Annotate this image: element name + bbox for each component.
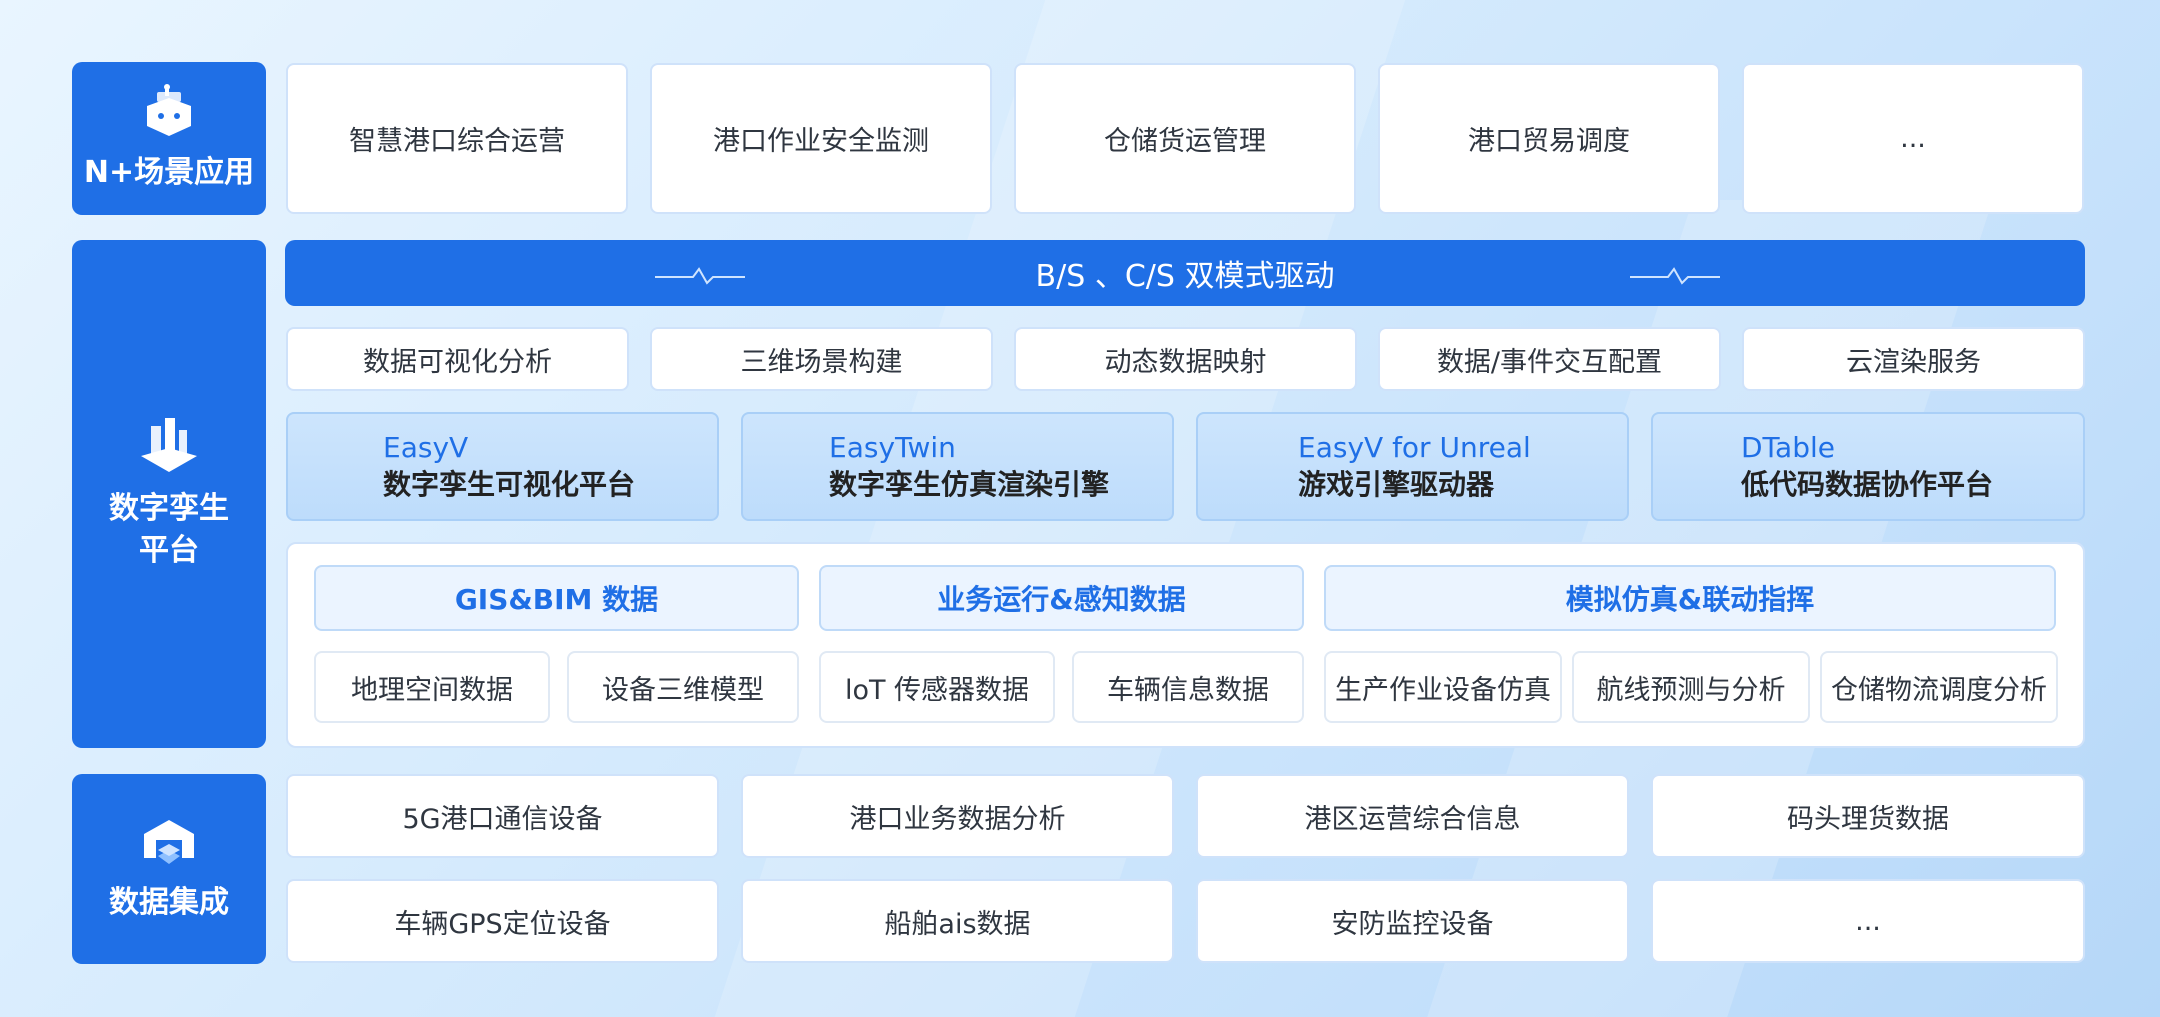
capability-label: 云渲染服务 [1846, 346, 1981, 378]
product-card-easytwin[interactable]: EasyTwin 数字孪生仿真渲染引擎 [741, 412, 1174, 521]
integration-card-label: 车辆GPS定位设备 [394, 908, 611, 940]
data-item-label: 地理空间数据 [351, 674, 513, 706]
scenario-card[interactable]: 智慧港口综合运营 [286, 63, 628, 214]
category-header-gis-bim: GIS&BIM 数据 [314, 565, 799, 631]
platform-layer-title-line2: 平台 [139, 533, 199, 568]
scenario-layer-title: N+场景应用 [83, 154, 255, 190]
product-desc: 游戏引擎驱动器 [1298, 467, 1495, 501]
data-item[interactable]: 地理空间数据 [314, 651, 550, 723]
scenario-card-label: ... [1900, 123, 1926, 154]
data-item-label: 车辆信息数据 [1107, 674, 1269, 706]
capability-label: 数据可视化分析 [363, 346, 552, 378]
product-desc: 低代码数据协作平台 [1741, 467, 1994, 501]
data-item-label: 航线预测与分析 [1596, 674, 1786, 706]
product-name: EasyV [383, 431, 469, 465]
product-name: EasyTwin [829, 431, 956, 465]
product-name: DTable [1741, 431, 1835, 465]
category-header-simulation: 模拟仿真&联动指挥 [1324, 565, 2056, 631]
integration-card[interactable]: 船舶ais数据 [741, 879, 1174, 963]
scenario-card[interactable]: 仓储货运管理 [1014, 63, 1356, 214]
integration-layer-label: 数据集成 [72, 774, 266, 964]
mode-driver-label: B/S 、C/S 双模式驱动 [1035, 259, 1335, 294]
robot-building-icon [139, 83, 199, 144]
integration-card-label: 港区运营综合信息 [1304, 803, 1521, 835]
integration-card-label: 5G港口通信设备 [402, 803, 603, 835]
category-title: GIS&BIM 数据 [454, 583, 659, 616]
integration-card-label: 船舶ais数据 [884, 908, 1031, 940]
capability-card[interactable]: 数据/事件交互配置 [1378, 327, 1721, 391]
scenario-card[interactable]: 港口贸易调度 [1378, 63, 1720, 214]
capability-label: 数据/事件交互配置 [1436, 346, 1663, 378]
integration-card[interactable]: ... [1651, 879, 2085, 963]
scenario-card[interactable]: 港口作业安全监测 [650, 63, 992, 214]
category-title: 业务运行&感知数据 [937, 583, 1186, 616]
data-item[interactable]: 航线预测与分析 [1572, 651, 1810, 723]
scenario-card-label: 港口作业安全监测 [713, 126, 929, 157]
scenario-card-label: 港口贸易调度 [1468, 126, 1630, 157]
platform-layer-title-line1: 数字孪生 [109, 491, 229, 526]
category-header-business: 业务运行&感知数据 [819, 565, 1304, 631]
product-card-dtable[interactable]: DTable 低代码数据协作平台 [1651, 412, 2085, 521]
product-desc: 数字孪生可视化平台 [383, 467, 636, 501]
data-item-label: 生产作业设备仿真 [1335, 674, 1551, 706]
integration-layer-title: 数据集成 [109, 885, 229, 920]
data-item-label: 仓储物流调度分析 [1831, 674, 2047, 706]
integration-card[interactable]: 港口业务数据分析 [741, 774, 1174, 858]
integration-card[interactable]: 码头理货数据 [1651, 774, 2085, 858]
product-desc: 数字孪生仿真渲染引擎 [829, 467, 1110, 501]
product-name: EasyV for Unreal [1298, 431, 1531, 465]
category-title: 模拟仿真&联动指挥 [1565, 583, 1815, 616]
data-item-label: 设备三维模型 [602, 674, 764, 706]
integration-card[interactable]: 安防监控设备 [1196, 879, 1629, 963]
integration-card-label: ... [1855, 905, 1881, 937]
data-item[interactable]: loT 传感器数据 [819, 651, 1055, 723]
capability-label: 动态数据映射 [1104, 346, 1267, 378]
integration-card-label: 安防监控设备 [1331, 908, 1494, 940]
integration-card[interactable]: 车辆GPS定位设备 [286, 879, 719, 963]
capability-card[interactable]: 云渲染服务 [1742, 327, 2085, 391]
pulse-line-icon [1630, 263, 1720, 291]
mode-driver-banner: B/S 、C/S 双模式驱动 [285, 240, 2085, 306]
data-integration-icon [138, 814, 200, 874]
platform-layer-label: 数字孪生 平台 [72, 240, 266, 748]
capability-card[interactable]: 三维场景构建 [650, 327, 993, 391]
product-card-easyv-unreal[interactable]: EasyV for Unreal 游戏引擎驱动器 [1196, 412, 1629, 521]
integration-card[interactable]: 港区运营综合信息 [1196, 774, 1629, 858]
pulse-line-icon [655, 263, 745, 291]
integration-card-label: 码头理货数据 [1787, 803, 1949, 835]
data-item-label: loT 传感器数据 [844, 674, 1030, 706]
data-item[interactable]: 车辆信息数据 [1072, 651, 1304, 723]
scenario-card-label: 智慧港口综合运营 [349, 126, 565, 157]
integration-card[interactable]: 5G港口通信设备 [286, 774, 719, 858]
data-item[interactable]: 生产作业设备仿真 [1324, 651, 1562, 723]
integration-card-label: 港口业务数据分析 [849, 803, 1066, 835]
scenario-card-label: 仓储货运管理 [1104, 126, 1266, 157]
buildings-icon [137, 416, 201, 480]
data-item[interactable]: 仓储物流调度分析 [1820, 651, 2058, 723]
data-item[interactable]: 设备三维模型 [567, 651, 799, 723]
capability-label: 三维场景构建 [740, 346, 903, 378]
capability-card[interactable]: 数据可视化分析 [286, 327, 629, 391]
scenario-layer-label: N+场景应用 [72, 62, 266, 215]
product-card-easyv[interactable]: EasyV 数字孪生可视化平台 [286, 412, 719, 521]
capability-card[interactable]: 动态数据映射 [1014, 327, 1357, 391]
scenario-card[interactable]: ... [1742, 63, 2084, 214]
